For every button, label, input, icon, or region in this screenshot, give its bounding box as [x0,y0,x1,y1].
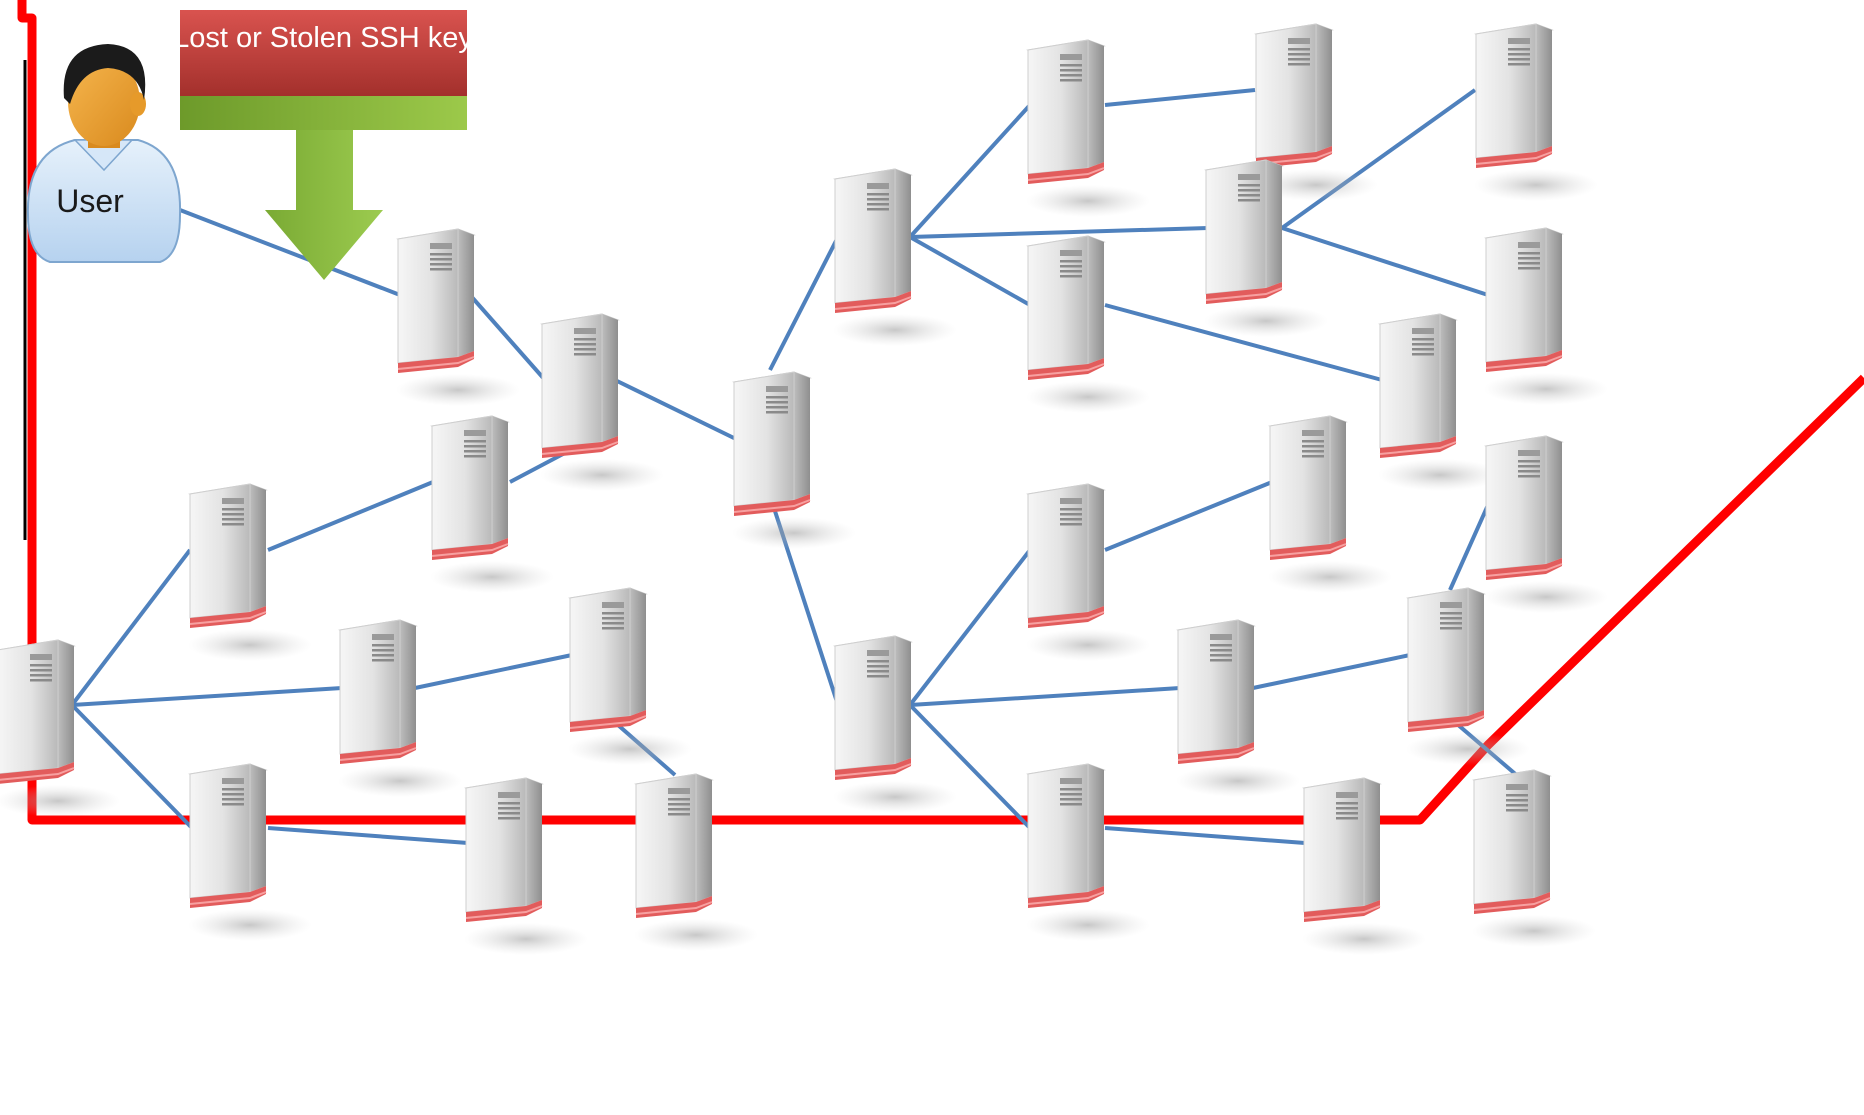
server-icon [1471,769,1597,948]
server-icon [1377,313,1503,492]
server-icon [1025,763,1151,942]
server-icon [187,763,313,942]
server-icon [429,415,555,594]
server-icon [1175,619,1301,798]
server-icon [1483,227,1609,406]
server-icon [731,371,857,550]
server-icon [1267,415,1393,594]
server-icon [463,777,589,956]
server-icon [1483,435,1609,614]
server-icon [832,168,958,347]
servers [0,23,1609,956]
down-arrow-icon [265,130,383,280]
server-icon [395,228,521,407]
server-icon [1301,777,1427,956]
server-icon [539,313,665,492]
server-icon [1405,587,1531,766]
server-icon [187,483,313,662]
server-icon [567,587,693,766]
user-avatar-icon [26,44,182,263]
server-icon [337,619,463,798]
server-icon [633,773,759,952]
server-icon [1025,483,1151,662]
user-label: User [56,183,124,219]
server-icon [1025,235,1151,414]
server-icon [832,635,958,814]
server-icon [1025,39,1151,218]
server-icon [1473,23,1599,202]
stolen-key-callout: Lost or Stolen SSH key [173,10,473,130]
callout-label: Lost or Stolen SSH key [173,22,473,54]
network-links [70,88,1522,845]
